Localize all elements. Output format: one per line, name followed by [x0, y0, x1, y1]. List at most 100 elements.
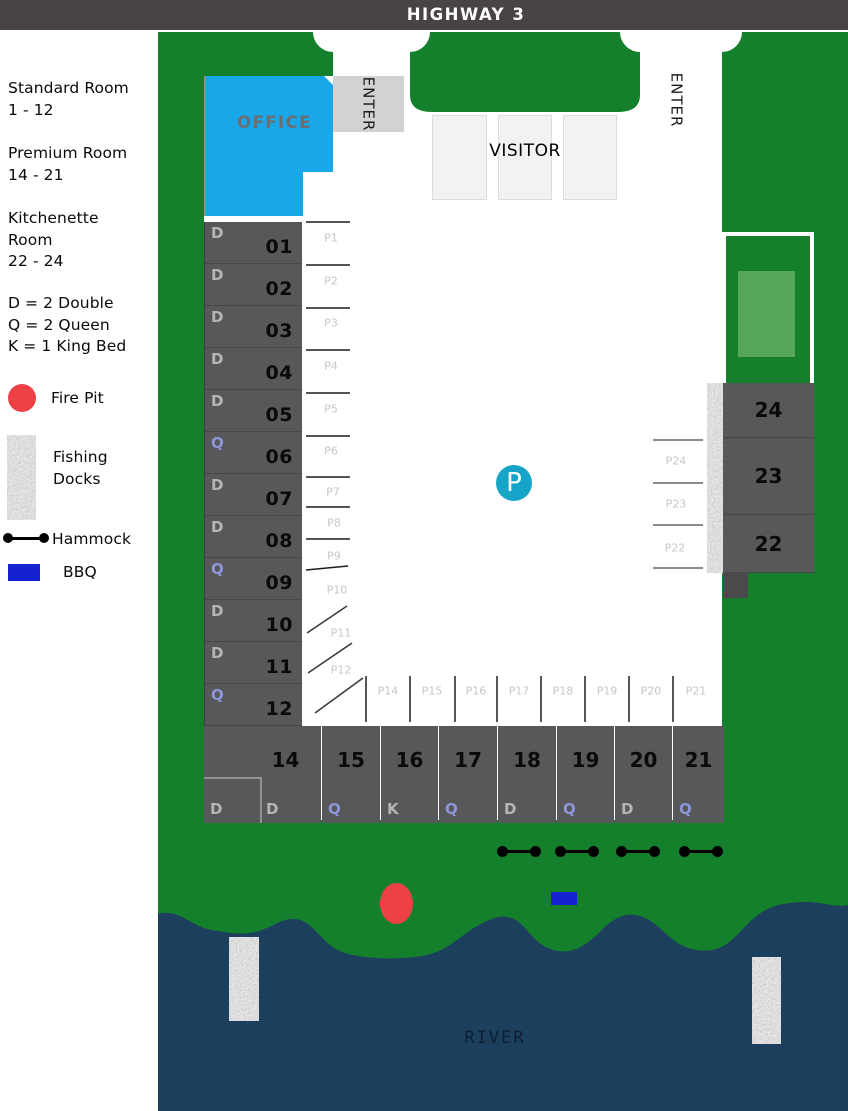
room-divider — [204, 777, 260, 779]
room-number: 08 — [265, 530, 293, 552]
room-04: D 04 — [204, 348, 302, 390]
hammock — [679, 846, 723, 858]
parking-space-P21: P21 — [685, 684, 707, 698]
room-11: D 11 — [204, 642, 302, 684]
gravel-walkway — [707, 383, 723, 573]
room-number: 12 — [265, 698, 293, 720]
room-number: 06 — [265, 446, 293, 468]
room-24: 24 — [723, 383, 814, 438]
legend-fire-pit-label: Fire Pit — [51, 389, 104, 407]
room-number: 11 — [265, 656, 293, 678]
hammock — [616, 846, 660, 858]
parking-stripe — [314, 677, 364, 714]
visitor-parking-space — [498, 115, 552, 200]
parking-space-P20: P20 — [640, 684, 662, 698]
fire-pit-icon — [8, 384, 36, 412]
bed-code: K = 1 King Bed — [8, 337, 127, 355]
entrance-strip-left — [333, 76, 404, 132]
room-bed-type: D — [211, 224, 224, 242]
room-type-premium: Premium Room 14 - 21 — [8, 143, 148, 186]
hammock — [497, 846, 541, 858]
room-number: 01 — [265, 236, 293, 258]
room-type-range: 14 - 21 — [8, 165, 64, 184]
bed-code: Q = 2 Queen — [8, 315, 110, 334]
room-23: 23 — [723, 438, 814, 515]
parking-space-P5: P5 — [324, 402, 338, 416]
hammock-dot — [588, 846, 599, 857]
hammock-dot — [3, 533, 13, 543]
hammock-dot — [555, 846, 566, 857]
hammock-icon — [3, 533, 49, 545]
room-bed-type: D — [211, 392, 224, 410]
parking-space-P1: P1 — [324, 231, 338, 245]
room-bed-type: Q — [211, 434, 224, 452]
parking-space-P8: P8 — [327, 516, 341, 530]
office-label: OFFICE — [236, 113, 313, 132]
hammock-dot — [649, 846, 660, 857]
room-bed-type: Q — [563, 800, 576, 818]
hammock-line — [620, 850, 656, 853]
room-bed-type: Q — [211, 560, 224, 578]
enter-right-label: ENTER — [667, 72, 686, 128]
room-number: 04 — [265, 362, 293, 384]
room-number: 03 — [265, 320, 293, 342]
room-bed-type: D — [211, 644, 224, 662]
parking-space-P24: P24 — [665, 454, 687, 468]
room-bed-type: D — [211, 266, 224, 284]
room-bed-type: D — [210, 800, 223, 818]
enter-left-label: ENTER — [359, 76, 378, 132]
room-number: 14 — [271, 748, 300, 772]
hammock-dot — [616, 846, 627, 857]
hammock-line — [501, 850, 537, 853]
room-bed-type: Q — [328, 800, 341, 818]
bed-code: D = 2 Double — [8, 294, 114, 312]
room-09: Q 09 — [204, 558, 302, 600]
room-bed-type: D — [211, 602, 224, 620]
room-bed-type: D — [266, 800, 279, 818]
parking-space-P18: P18 — [552, 684, 574, 698]
room-bed-type: Q — [679, 800, 692, 818]
parking-stripe — [305, 565, 349, 571]
legend-sidebar: Standard Room 1 - 12 Premium Room 14 - 2… — [0, 30, 158, 1111]
room-bed-type: D — [211, 350, 224, 368]
room-number: 09 — [265, 572, 293, 594]
parking-space-P4: P4 — [324, 359, 338, 373]
bbq-icon — [8, 564, 40, 581]
room-bed-type: K — [387, 800, 399, 818]
room-type-standard: Standard Room 1 - 12 — [8, 78, 138, 121]
room-type-label: Kitchenette Room — [8, 209, 99, 249]
parking-space-P14: P14 — [377, 684, 399, 698]
room-number: 07 — [265, 488, 293, 510]
legend-fishing-docks-label: Fishing Docks — [53, 448, 108, 488]
hammock — [555, 846, 599, 858]
room-01: D 01 — [204, 222, 302, 264]
parking-space-P12: P12 — [330, 663, 352, 677]
highway-banner: HIGHWAY 3 — [0, 0, 848, 30]
room-number: 21 — [684, 748, 713, 772]
hammock-dot — [39, 533, 49, 543]
fenced-yard — [722, 232, 814, 385]
visitor-label: VISITOR — [489, 141, 561, 161]
parking-space-P19: P19 — [596, 684, 618, 698]
room-bed-type: D — [211, 518, 224, 536]
room-08: D 08 — [204, 516, 302, 558]
hammock-dot — [712, 846, 723, 857]
hammock-dot — [530, 846, 541, 857]
legend-hammock-label: Hammock — [52, 530, 132, 548]
parking-space-P11: P11 — [330, 626, 352, 640]
room-number: 20 — [629, 748, 658, 772]
parking-space-P15: P15 — [421, 684, 443, 698]
room-type-label: Standard Room — [8, 79, 129, 97]
utility-shed — [723, 573, 748, 598]
fishing-dock-left — [229, 937, 259, 1021]
